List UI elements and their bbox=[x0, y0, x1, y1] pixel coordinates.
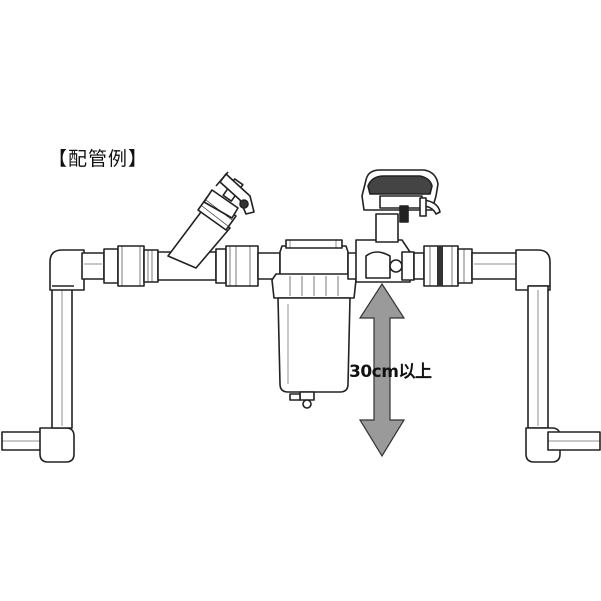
main-pipe-left bbox=[81, 245, 159, 287]
height-arrow bbox=[358, 282, 406, 458]
height-label: 30cm以上 bbox=[349, 362, 432, 382]
right-union bbox=[413, 245, 523, 287]
main-pipe-middle bbox=[215, 245, 281, 287]
filter-canister bbox=[271, 239, 357, 409]
left-riser-pipe bbox=[1, 249, 85, 463]
right-riser-pipe bbox=[515, 249, 601, 463]
diagram-title: 【配管例】 bbox=[48, 148, 149, 170]
